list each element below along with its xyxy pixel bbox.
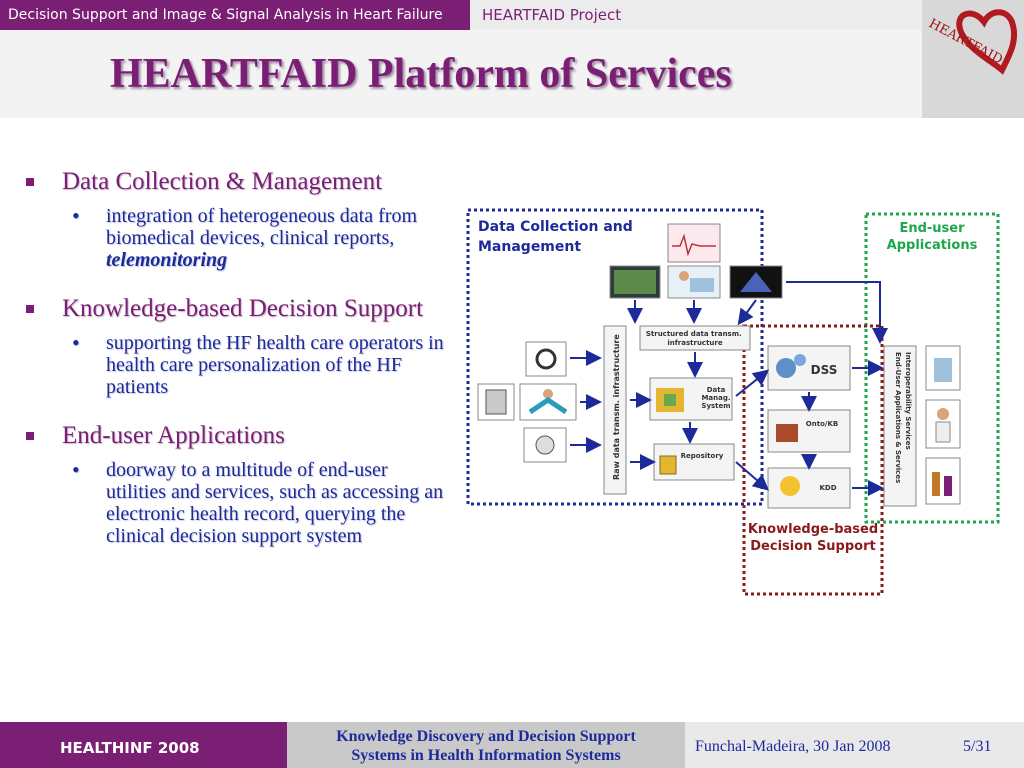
doctor-patient-icon — [667, 265, 721, 299]
bullet-heading-text: End-user Applications — [62, 422, 285, 449]
dot-bullet-icon: • — [72, 457, 80, 482]
square-bullet-icon — [26, 305, 34, 313]
hospital-icon — [925, 345, 961, 391]
sub-bullet-emphasis: telemonitoring — [106, 249, 228, 271]
svg-text:Onto/KB: Onto/KB — [806, 420, 838, 428]
bullet-section-data-collection: Data Collection & Management • integrati… — [22, 168, 452, 271]
platform-diagram: Raw data transm. infrastructure Structur… — [466, 208, 1000, 596]
raw-data-infrastructure — [603, 325, 627, 495]
svg-text:Repository: Repository — [681, 452, 724, 460]
bullet-section-decision-support: Knowledge-based Decision Support • suppo… — [22, 295, 452, 398]
sub-bullet: • doorway to a multitude of end-user uti… — [22, 457, 452, 548]
footer-talk-title: Knowledge Discovery and Decision Support… — [287, 722, 685, 768]
interop-label: Interoperability Services — [904, 352, 912, 450]
square-bullet-icon — [26, 178, 34, 186]
footer-conference: HEALTHINF 2008 — [0, 722, 287, 768]
data-collection-region — [466, 208, 764, 506]
pda-device-icon — [477, 383, 515, 421]
sub-bullet-text: integration of heterogeneous data from b… — [106, 205, 417, 249]
sub-bullet: • supporting the HF health care operator… — [22, 330, 452, 399]
kdd-module: KDD — [767, 467, 851, 509]
logo-text: HEARTFAID — [926, 16, 1005, 67]
sub-bullet: • integration of heterogeneous data from… — [22, 203, 452, 272]
bullet-heading: End-user Applications — [22, 422, 452, 449]
nurse-icon — [925, 399, 961, 449]
footer-talk-line2: Systems in Health Information Systems — [351, 747, 621, 764]
svg-text:KDD: KDD — [819, 484, 836, 492]
sub-bullet-text: doorway to a multitude of end-user utili… — [106, 459, 444, 547]
scale-device-icon — [523, 427, 567, 463]
header-project: HEARTFAID Project — [470, 0, 922, 30]
sub-bullet-text: supporting the HF health care operators … — [106, 332, 444, 398]
footer-page-number: 5/31 — [963, 738, 992, 755]
footer-talk-line1: Knowledge Discovery and Decision Support — [336, 728, 636, 745]
bullet-list: Data Collection & Management • integrati… — [22, 168, 452, 571]
dot-bullet-icon: • — [72, 203, 80, 228]
wrist-device-icon — [525, 341, 567, 377]
structured-infrastructure — [639, 325, 751, 351]
raw-infra-label: Raw data transm. infrastructure — [612, 334, 621, 480]
kb-label: Knowledge-based Decision Support — [747, 522, 879, 554]
family-icon — [925, 457, 961, 505]
dss-module: DSS — [767, 345, 851, 391]
bullet-heading: Knowledge-based Decision Support — [22, 295, 452, 322]
bullet-heading-text: Data Collection & Management — [62, 168, 383, 195]
title-band — [0, 30, 922, 118]
footer-place-date: Funchal-Madeira, 30 Jan 2008 — [695, 738, 891, 755]
data-collection-label: Data Collection and Management — [478, 219, 633, 255]
footer-info: Funchal-Madeira, 30 Jan 2008 5/31 — [685, 722, 1024, 768]
repository: Repository — [653, 443, 735, 481]
enduser-label: End-user Applications — [886, 221, 978, 253]
square-bullet-icon — [26, 432, 34, 440]
patient-exercise-icon — [519, 383, 577, 421]
heart-logo-icon: HEARTFAID — [926, 9, 1018, 75]
slide-title: HEARTFAID Platform of Services — [110, 51, 732, 97]
svg-text:DSS: DSS — [811, 363, 838, 377]
heartfaid-logo: HEARTFAID — [922, 0, 1024, 118]
echo-scan-icon — [729, 265, 783, 299]
enduser-services-label: End-User Applications & Services — [894, 352, 902, 483]
monitor-screen-icon — [609, 265, 661, 299]
dot-bullet-icon: • — [72, 330, 80, 355]
enduser-services-bar — [883, 345, 917, 507]
bullet-heading: Data Collection & Management — [22, 168, 452, 195]
kb-region — [742, 324, 884, 596]
bullet-section-enduser: End-user Applications • doorway to a mul… — [22, 422, 452, 547]
onto-kb-module: Onto/KB — [767, 409, 851, 453]
structured-infra-label: Structured data transm. infrastructure — [646, 330, 744, 347]
ecg-report-icon — [667, 223, 721, 263]
bullet-heading-text: Knowledge-based Decision Support — [62, 295, 424, 322]
header-left-title: Decision Support and Image & Signal Anal… — [0, 0, 470, 30]
